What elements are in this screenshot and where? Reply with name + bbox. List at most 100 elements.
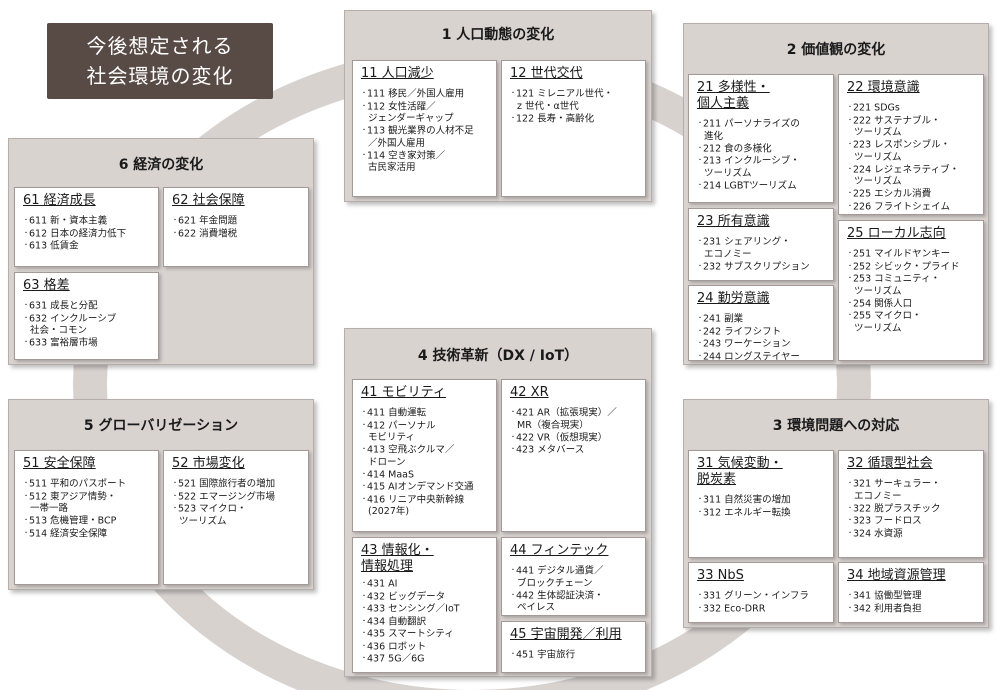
diagram-title: 今後想定される 社会環境の変化 bbox=[47, 23, 273, 99]
list-item: 211 パーソナライズの 進化 bbox=[697, 118, 826, 143]
panel-title: 4 技術革新（DX / IoT） bbox=[417, 348, 579, 364]
card-title: 52 市場変化 bbox=[172, 456, 245, 471]
card-title: 62 社会保障 bbox=[172, 193, 245, 208]
card-generation: 12 世代交代 121 ミレニアル世代・ z 世代・α世代 122 長寿・高齢化 bbox=[501, 60, 646, 197]
list-item: 436 ロボット bbox=[361, 641, 489, 654]
list-item: 621 年金問題 bbox=[172, 215, 301, 228]
list-item: 622 消費増税 bbox=[172, 228, 301, 241]
card-title: 23 所有意識 bbox=[697, 214, 770, 229]
list-item: 113 観光業界の人材不足 ／外国人雇用 bbox=[361, 125, 489, 150]
card-fintech: 44 フィンテック 441 デジタル通貨／ ブロックチェーン 442 生体認証決… bbox=[501, 537, 646, 616]
panel-title: 2 価値観の変化 bbox=[786, 42, 886, 58]
list-item: 413 空飛ぶクルマ／ ドローン bbox=[361, 444, 489, 469]
list-item: 312 エネルギー転換 bbox=[697, 507, 826, 520]
card-ownership: 23 所有意識 231 シェアリング・ エコノミー 232 サブスクリプション bbox=[688, 208, 834, 281]
list-item: 332 Eco-DRR bbox=[697, 603, 826, 616]
list-item: 423 メタバース bbox=[510, 444, 638, 457]
list-item: 221 SDGs bbox=[847, 102, 976, 115]
panel-title: 3 環境問題への対応 bbox=[772, 418, 900, 434]
card-local-orientation: 25 ローカル志向 251 マイルドヤンキー 252 シビック・プライド 253… bbox=[838, 220, 984, 361]
panel-title: 1 人口動態の変化 bbox=[441, 27, 555, 43]
list-item: 112 女性活躍／ ジェンダーギャップ bbox=[361, 101, 489, 126]
panel-economy: 6 経済の変化 61 経済成長 611 新・資本主義 612 日本の経済力低下 … bbox=[8, 138, 314, 365]
card-title: 42 XR bbox=[510, 385, 549, 400]
list-item: 514 経済安全保障 bbox=[23, 528, 151, 541]
card-mobility: 41 モビリティ 411 自動運転 412 パーソナル モビリティ 413 空飛… bbox=[352, 379, 497, 532]
list-item: 224 レジェネラティブ・ ツーリズム bbox=[847, 164, 976, 189]
list-item: 324 水資源 bbox=[847, 528, 976, 541]
list-item: 244 ロングステイヤー bbox=[697, 351, 826, 360]
list-item: 422 VR（仮想現実） bbox=[510, 432, 638, 445]
list-item: 231 シェアリング・ エコノミー bbox=[697, 236, 826, 261]
list-item: 412 パーソナル モビリティ bbox=[361, 420, 489, 445]
list-item: 252 シビック・プライド bbox=[847, 261, 976, 274]
list-item: 342 利用者負担 bbox=[847, 603, 976, 616]
list-item: 251 マイルドヤンキー bbox=[847, 248, 976, 261]
card-circular-society: 32 循環型社会 321 サーキュラー・ エコノミー 322 脱プラスチック 3… bbox=[838, 450, 984, 558]
list-item: 241 副業 bbox=[697, 313, 826, 326]
list-item: 253 コミュニティ・ ツーリズム bbox=[847, 273, 976, 298]
list-item: 114 空き家対策／ 古民家活用 bbox=[361, 150, 489, 175]
panel-globalization: 5 グローバリゼーション 51 安全保障 511 平和のパスポート 512 東ア… bbox=[8, 399, 314, 590]
panel-environment: 3 環境問題への対応 31 気候変動・ 脱炭素 311 自然災害の増加 312 … bbox=[683, 399, 989, 628]
list-item: 433 センシング／IoT bbox=[361, 603, 489, 616]
card-title: 61 経済成長 bbox=[23, 193, 96, 208]
card-economic-growth: 61 経済成長 611 新・資本主義 612 日本の経済力低下 613 低賃金 bbox=[14, 187, 159, 267]
card-title: 25 ローカル志向 bbox=[847, 226, 946, 241]
list-item: 431 AI bbox=[361, 578, 489, 591]
list-item: 441 デジタル通貨／ ブロックチェーン bbox=[510, 565, 638, 590]
card-xr: 42 XR 421 AR（拡張現実）／ MR（複合現実） 422 VR（仮想現実… bbox=[501, 379, 646, 532]
card-title: 22 環境意識 bbox=[847, 80, 920, 95]
list-item: 414 MaaS bbox=[361, 469, 489, 482]
list-item: 451 宇宙旅行 bbox=[510, 649, 638, 662]
list-item: 322 脱プラスチック bbox=[847, 503, 976, 516]
card-title: 31 気候変動・ 脱炭素 bbox=[697, 456, 783, 487]
card-title: 34 地域資源管理 bbox=[847, 568, 946, 583]
list-item: 437 5G／6G bbox=[361, 653, 489, 666]
card-work-ethic: 24 勤労意識 241 副業 242 ライフシフト 243 ワーケーション 24… bbox=[688, 285, 834, 361]
card-security: 51 安全保障 511 平和のパスポート 512 東アジア情勢・ 一帯一路 51… bbox=[14, 450, 159, 585]
list-item: 416 リニア中央新幹線 (2027年) bbox=[361, 494, 489, 519]
list-item: 323 フードロス bbox=[847, 515, 976, 528]
card-title: 63 格差 bbox=[23, 278, 70, 293]
card-title: 44 フィンテック bbox=[510, 543, 609, 558]
panel-population: 1 人口動態の変化 11 人口減少 111 移民／外国人雇用 112 女性活躍／… bbox=[344, 10, 652, 202]
panel-values: 2 価値観の変化 21 多様性・ 個人主義 211 パーソナライズの 進化 21… bbox=[683, 23, 989, 365]
card-market-change: 52 市場変化 521 国際旅行者の増加 522 エマージング市場 523 マイ… bbox=[163, 450, 309, 585]
list-item: 341 協働型管理 bbox=[847, 590, 976, 603]
card-environment-awareness: 22 環境意識 221 SDGs 222 サステナブル・ ツーリズム 223 レ… bbox=[838, 74, 984, 215]
card-nbs: 33 NbS 331 グリーン・インフラ 332 Eco-DRR bbox=[688, 562, 834, 623]
card-social-security: 62 社会保障 621 年金問題 622 消費増税 bbox=[163, 187, 309, 267]
card-depopulation: 11 人口減少 111 移民／外国人雇用 112 女性活躍／ ジェンダーギャップ… bbox=[352, 60, 497, 197]
list-item: 411 自動運転 bbox=[361, 407, 489, 420]
list-item: 612 日本の経済力低下 bbox=[23, 228, 151, 241]
list-item: 321 サーキュラー・ エコノミー bbox=[847, 478, 976, 503]
list-item: 242 ライフシフト bbox=[697, 326, 826, 339]
card-title: 33 NbS bbox=[697, 568, 744, 583]
list-item: 522 エマージング市場 bbox=[172, 491, 301, 504]
list-item: 511 平和のパスポート bbox=[23, 478, 151, 491]
list-item: 212 食の多様化 bbox=[697, 143, 826, 156]
card-information: 43 情報化・ 情報処理 431 AI 432 ビッグデータ 433 センシング… bbox=[352, 537, 497, 673]
list-item: 223 レスポンシブル・ ツーリズム bbox=[847, 139, 976, 164]
card-space: 45 宇宙開発／利用 451 宇宙旅行 bbox=[501, 621, 646, 673]
list-item: 225 エシカル消費 bbox=[847, 188, 976, 201]
list-item: 122 長寿・高齢化 bbox=[510, 113, 638, 126]
list-item: 523 マイクロ・ ツーリズム bbox=[172, 503, 301, 528]
panel-technology: 4 技術革新（DX / IoT） 41 モビリティ 411 自動運転 412 パ… bbox=[344, 328, 652, 677]
card-disparity: 63 格差 631 成長と分配 632 インクルーシブ 社会・コモン 633 富… bbox=[14, 272, 159, 360]
list-item: 632 インクルーシブ 社会・コモン bbox=[23, 313, 151, 338]
list-item: 331 グリーン・インフラ bbox=[697, 590, 826, 603]
list-item: 521 国際旅行者の増加 bbox=[172, 478, 301, 491]
list-item: 243 ワーケーション bbox=[697, 338, 826, 351]
card-diversity: 21 多様性・ 個人主義 211 パーソナライズの 進化 212 食の多様化 2… bbox=[688, 74, 834, 203]
list-item: 434 自動翻訳 bbox=[361, 616, 489, 629]
card-climate: 31 気候変動・ 脱炭素 311 自然災害の増加 312 エネルギー転換 bbox=[688, 450, 834, 558]
panel-title: 6 経済の変化 bbox=[118, 157, 204, 173]
card-title: 11 人口減少 bbox=[361, 66, 434, 81]
list-item: 222 サステナブル・ ツーリズム bbox=[847, 115, 976, 140]
panel-title: 5 グローバリゼーション bbox=[83, 418, 239, 434]
card-title: 45 宇宙開発／利用 bbox=[510, 627, 622, 642]
list-item: 631 成長と分配 bbox=[23, 300, 151, 313]
list-item: 435 スマートシティ bbox=[361, 628, 489, 641]
